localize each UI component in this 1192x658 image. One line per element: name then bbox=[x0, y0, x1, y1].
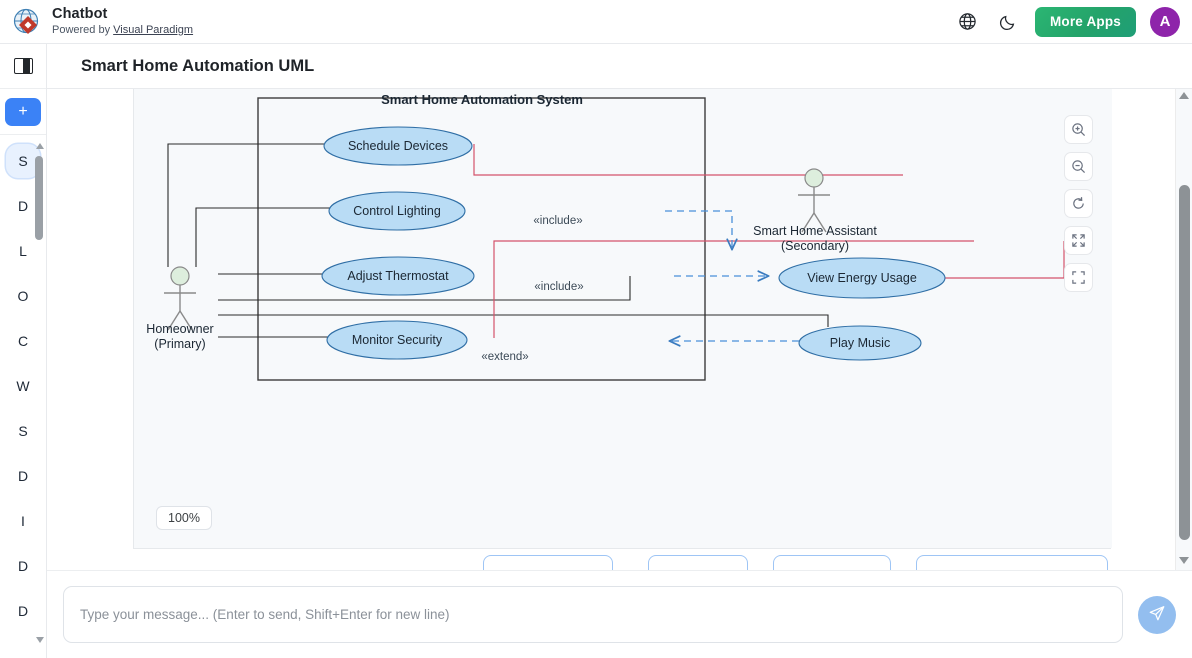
rail-item-1[interactable]: D bbox=[17, 198, 29, 214]
rail-item-5[interactable]: W bbox=[16, 378, 30, 394]
use-case-label: View Energy Usage bbox=[807, 271, 917, 285]
rail-top bbox=[0, 44, 46, 89]
zoom-out-icon[interactable] bbox=[1064, 152, 1093, 181]
suggestion-chip-1[interactable] bbox=[648, 555, 748, 570]
moon-icon[interactable] bbox=[995, 9, 1021, 35]
rail-item-0[interactable]: S bbox=[6, 144, 40, 178]
assoc-assistant-monitor-security bbox=[493, 240, 974, 338]
fullscreen-icon[interactable] bbox=[1064, 263, 1093, 292]
rail-item-9[interactable]: D bbox=[17, 558, 29, 574]
suggestion-chips bbox=[133, 555, 1111, 570]
user-avatar[interactable]: A bbox=[1150, 6, 1180, 37]
powered-by-text: Powered by bbox=[52, 24, 114, 37]
top-bar: Chatbot Powered by Visual Paradigm Mor bbox=[0, 0, 1192, 44]
stereotype-extend: «extend» bbox=[481, 351, 528, 363]
use-case-play-music[interactable]: Play Music bbox=[798, 325, 922, 361]
use-case-schedule-devices[interactable]: Schedule Devices bbox=[323, 126, 473, 166]
rail-scrollbar[interactable] bbox=[34, 143, 45, 643]
system-boundary bbox=[257, 97, 706, 381]
page-title: Smart Home Automation UML bbox=[81, 56, 315, 75]
suggestion-chip-2[interactable] bbox=[773, 555, 891, 570]
assoc-homeowner-view-energy-usage bbox=[218, 276, 631, 301]
actor-smart-home-assistant[interactable]: Smart Home Assistant (Secondary) bbox=[753, 168, 877, 253]
stereotype-include-2: «include» bbox=[534, 281, 583, 293]
message-input[interactable] bbox=[63, 586, 1123, 643]
globe-icon[interactable] bbox=[955, 9, 981, 35]
assoc-homeowner-schedule-devices bbox=[167, 143, 330, 267]
left-rail: + S D L O C W S D I D D bbox=[0, 44, 47, 658]
rail-item-10[interactable]: D bbox=[17, 603, 29, 619]
assoc-homeowner-play-music bbox=[218, 314, 829, 327]
rail-item-2[interactable]: L bbox=[19, 243, 27, 259]
rail-item-4[interactable]: C bbox=[17, 333, 29, 349]
suggestion-chip-3[interactable] bbox=[916, 555, 1108, 570]
system-boundary-title: Smart Home Automation System bbox=[381, 92, 583, 107]
reset-icon[interactable] bbox=[1064, 189, 1093, 218]
rail-conversation-list: S D L O C W S D I D D bbox=[0, 135, 46, 655]
rail-scroll-down-arrow[interactable] bbox=[35, 637, 44, 643]
diagram-message-card: Smart Home Automation System bbox=[133, 89, 1112, 549]
use-case-control-lighting[interactable]: Control Lighting bbox=[328, 191, 466, 231]
use-case-label: Control Lighting bbox=[353, 204, 441, 218]
rail-scroll-thumb[interactable] bbox=[35, 156, 43, 240]
diagram-canvas[interactable]: Smart Home Automation System bbox=[134, 89, 1112, 548]
use-case-label: Play Music bbox=[830, 336, 890, 350]
stereotype-include-1: «include» bbox=[533, 215, 582, 227]
dep-control-lighting-include bbox=[665, 210, 732, 249]
main-scrollbar[interactable] bbox=[1175, 89, 1192, 570]
scroll-thumb[interactable] bbox=[1179, 185, 1190, 540]
actor-role: (Primary) bbox=[154, 337, 205, 351]
more-apps-button[interactable]: More Apps bbox=[1034, 6, 1136, 37]
actor-homeowner[interactable]: Homeowner (Primary) bbox=[146, 266, 214, 351]
actor-name: Smart Home Assistant bbox=[753, 224, 877, 238]
send-paper-plane-icon bbox=[1148, 604, 1166, 625]
use-case-label: Adjust Thermostat bbox=[347, 269, 449, 283]
new-chat-button[interactable]: + bbox=[5, 97, 41, 126]
brand-text: Chatbot Powered by Visual Paradigm bbox=[52, 6, 193, 36]
use-case-monitor-security[interactable]: Monitor Security bbox=[326, 320, 468, 360]
panel-toggle-icon[interactable] bbox=[13, 58, 33, 74]
fit-screen-icon[interactable] bbox=[1064, 226, 1093, 255]
rail-new-chat: + bbox=[0, 89, 46, 135]
use-case-label: Schedule Devices bbox=[348, 139, 448, 153]
zoom-in-icon[interactable] bbox=[1064, 115, 1093, 144]
assoc-homeowner-control-lighting bbox=[195, 207, 332, 267]
app-logo-icon bbox=[12, 7, 42, 37]
actor-role: (Secondary) bbox=[781, 239, 849, 253]
use-case-adjust-thermostat[interactable]: Adjust Thermostat bbox=[321, 256, 475, 296]
visual-paradigm-link[interactable]: Visual Paradigm bbox=[113, 24, 194, 37]
main-content: Smart Home Automation System bbox=[47, 89, 1192, 570]
send-button[interactable] bbox=[1138, 595, 1176, 634]
brand-title: Chatbot bbox=[52, 6, 108, 23]
brand: Chatbot Powered by Visual Paradigm bbox=[0, 6, 193, 36]
uml-use-case-diagram: Smart Home Automation System bbox=[146, 92, 1065, 381]
document-header: Smart Home Automation UML bbox=[47, 44, 1192, 89]
actor-name: Homeowner bbox=[146, 322, 213, 336]
rail-item-7[interactable]: D bbox=[17, 468, 29, 484]
rail-scroll-up-arrow[interactable] bbox=[35, 143, 44, 149]
rail-item-8[interactable]: I bbox=[21, 513, 25, 529]
rail-item-6[interactable]: S bbox=[18, 423, 28, 439]
scroll-up-arrow[interactable] bbox=[1179, 92, 1189, 99]
brand-subtitle: Powered by Visual Paradigm bbox=[52, 24, 193, 37]
suggestion-chip-0[interactable] bbox=[483, 555, 613, 570]
scroll-down-arrow[interactable] bbox=[1179, 557, 1189, 564]
rail-item-3[interactable]: O bbox=[17, 288, 29, 304]
assoc-assistant-view-energy-usage bbox=[945, 241, 1065, 279]
message-composer bbox=[47, 570, 1192, 658]
top-bar-actions: More Apps A bbox=[955, 6, 1192, 37]
canvas-toolbar bbox=[1064, 115, 1093, 292]
use-case-label: Monitor Security bbox=[352, 333, 443, 347]
assoc-assistant-schedule-devices bbox=[473, 144, 903, 176]
use-case-view-energy-usage[interactable]: View Energy Usage bbox=[778, 257, 946, 299]
zoom-level-badge[interactable]: 100% bbox=[156, 506, 212, 530]
